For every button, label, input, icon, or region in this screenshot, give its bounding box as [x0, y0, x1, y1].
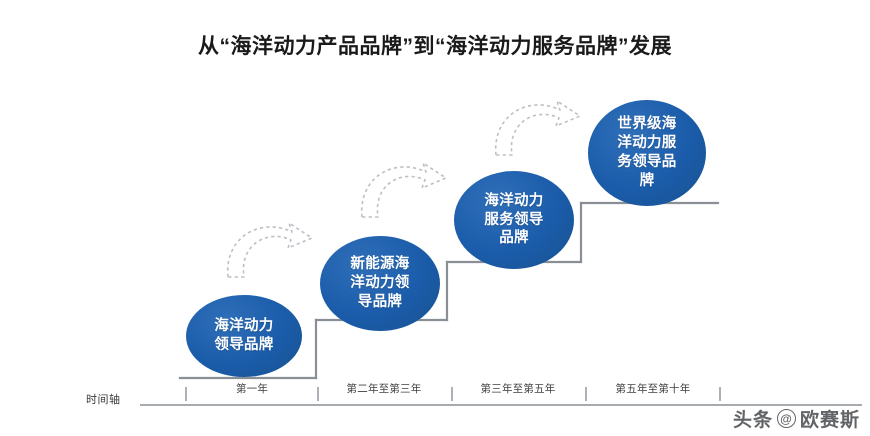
- page-title: 从“海洋动力产品品牌”到“海洋动力服务品牌”发展: [198, 35, 672, 58]
- stage-node-1[interactable]: 海洋动力 领导品牌: [186, 295, 302, 377]
- progress-arrows: [227, 100, 581, 278]
- watermark-account: 欧赛斯: [799, 410, 860, 431]
- time-axis: [140, 387, 862, 406]
- arrow-2: [361, 162, 447, 218]
- arrow-1: [227, 222, 313, 278]
- axis-period-label-3: 第三年至第五年: [480, 383, 556, 395]
- stage-node-label: 海洋动力 服务领导 品牌: [484, 192, 544, 247]
- at-symbol-icon: @: [776, 409, 796, 428]
- stage-node-label: 世界级海 洋动力服 务领导品 牌: [617, 116, 677, 189]
- stage-node-label: 海洋动力 领导品牌: [214, 318, 274, 353]
- watermark: 头条 @ 欧赛斯: [733, 405, 860, 432]
- stage-node-2[interactable]: 新能源海 洋动力领 导品牌: [320, 236, 440, 331]
- stage-node-label: 新能源海 洋动力领 导品牌: [350, 256, 410, 310]
- axis-period-label-2: 第二年至第三年: [346, 383, 422, 395]
- arrow-3: [495, 100, 581, 156]
- axis-period-label-1: 第一年: [235, 383, 269, 395]
- time-axis-label: 时间轴: [86, 394, 121, 406]
- stage-node-3[interactable]: 海洋动力 服务领导 品牌: [454, 171, 574, 269]
- stage-node-4[interactable]: 世界级海 洋动力服 务领导品 牌: [588, 100, 706, 206]
- watermark-platform: 头条: [732, 410, 773, 431]
- axis-period-label-4: 第五年至第十年: [615, 383, 691, 395]
